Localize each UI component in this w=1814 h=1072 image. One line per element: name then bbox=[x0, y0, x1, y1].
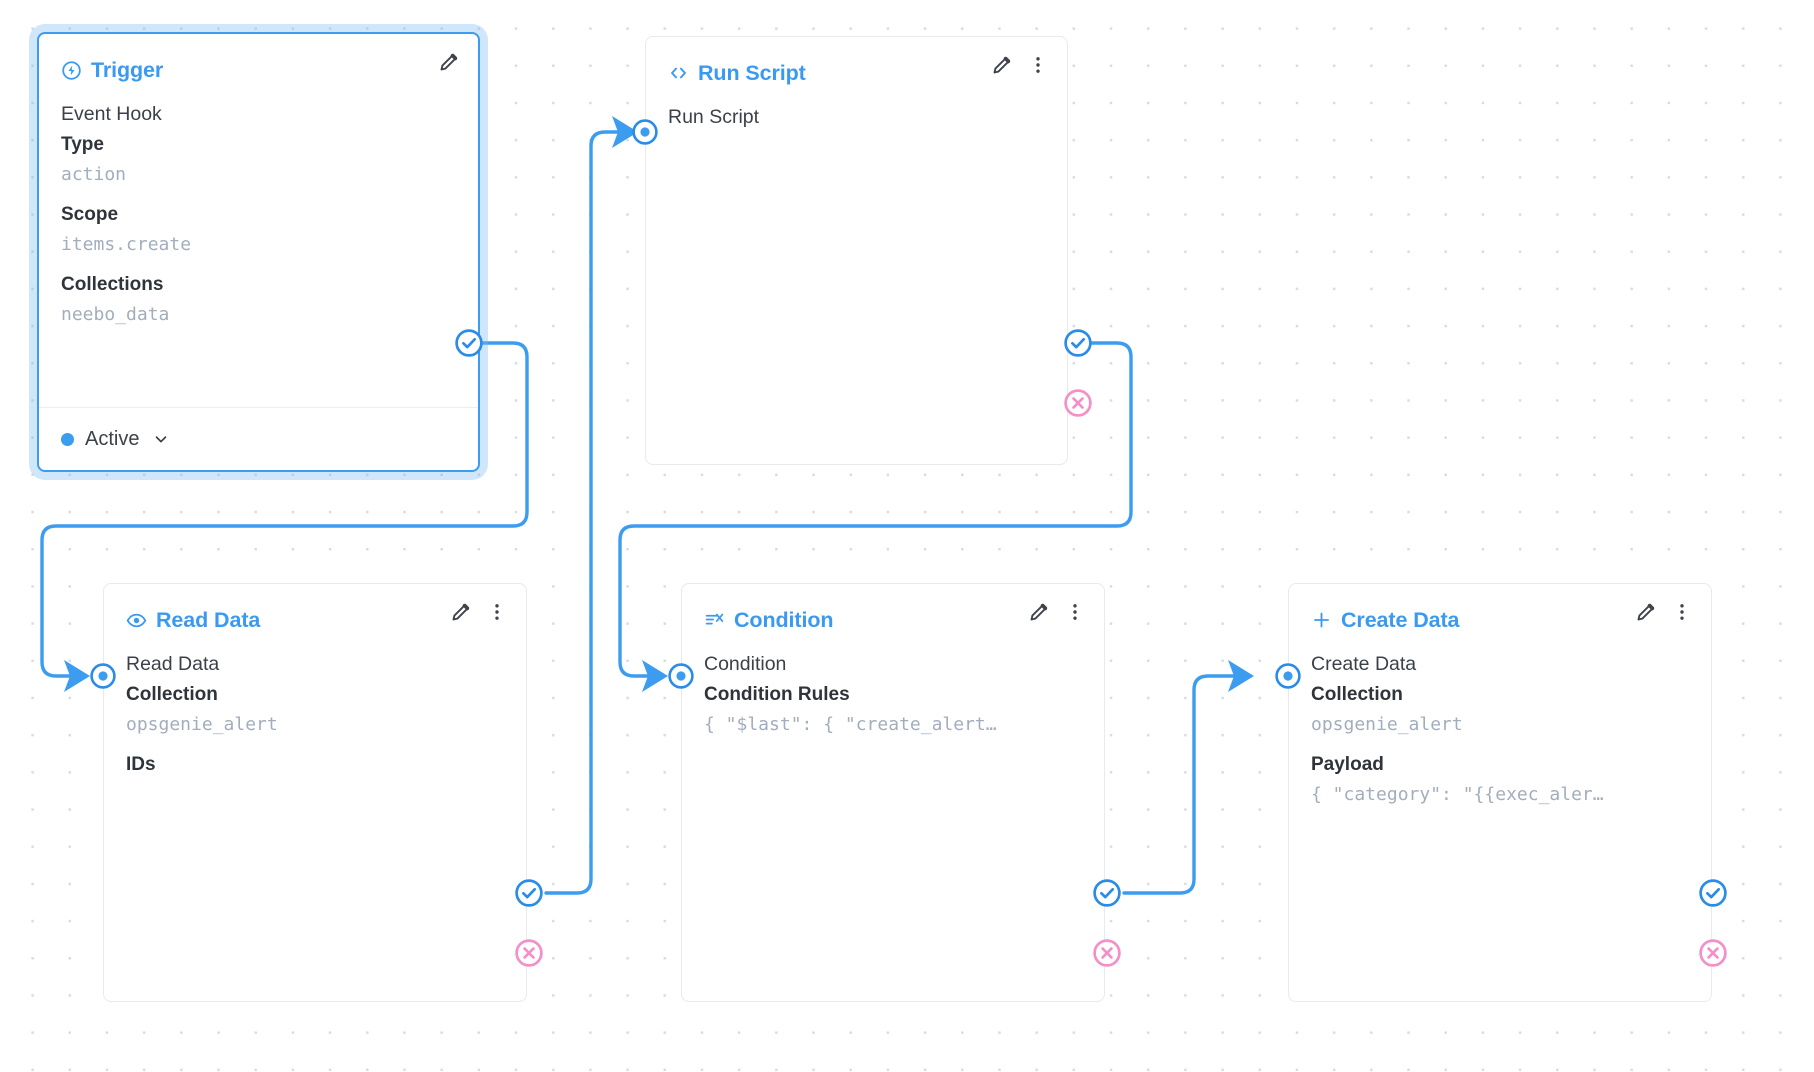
bolt-circle-icon bbox=[61, 60, 82, 81]
more-vertical-icon[interactable] bbox=[1669, 598, 1695, 626]
node-body: Run Script bbox=[646, 95, 1067, 133]
node-header: Run Script bbox=[646, 37, 1067, 95]
arrowhead-condition-input bbox=[642, 660, 668, 692]
header-actions bbox=[1026, 598, 1088, 626]
node-body: Create Data Collection opsgenie_alert Pa… bbox=[1289, 642, 1711, 810]
node-body: Read Data Collection opsgenie_alert IDs bbox=[104, 642, 526, 780]
field-label: IDs bbox=[126, 754, 156, 775]
arrowhead-read-data-input bbox=[64, 660, 90, 692]
field-value: opsgenie_alert bbox=[1311, 714, 1463, 735]
node-title-run-script: Run Script bbox=[668, 61, 806, 86]
node-create-data[interactable]: Create Data Create bbox=[1288, 583, 1712, 1002]
field-value: items.create bbox=[61, 234, 192, 255]
edge-condition-to-create-data bbox=[1122, 674, 1250, 895]
node-read-data[interactable]: Read Data Read Dat bbox=[103, 583, 527, 1002]
plus-icon bbox=[1311, 610, 1332, 631]
edit-icon[interactable] bbox=[1026, 598, 1052, 626]
field-payload: Payload { "category": "{{exec_aler… bbox=[1311, 750, 1689, 810]
node-title-text: Condition bbox=[734, 607, 834, 632]
node-title-text: Run Script bbox=[698, 60, 806, 85]
edit-icon[interactable] bbox=[448, 598, 474, 626]
field-label: Type bbox=[61, 134, 104, 155]
field-value: { "$last": { "create_alert… bbox=[704, 714, 997, 735]
reject-handle-run-script[interactable] bbox=[1063, 388, 1093, 418]
status-label: Active bbox=[85, 427, 140, 450]
node-row-name: Read Data bbox=[126, 653, 220, 675]
field-label: Condition Rules bbox=[704, 684, 850, 705]
input-handle-condition[interactable] bbox=[667, 662, 695, 690]
reject-handle-create-data[interactable] bbox=[1698, 938, 1728, 968]
resolve-handle-condition[interactable] bbox=[1092, 878, 1122, 908]
resolve-handle-read-data[interactable] bbox=[514, 878, 544, 908]
node-row-name: Condition bbox=[704, 653, 787, 675]
field-label: Collections bbox=[61, 274, 164, 295]
node-title-text: Create Data bbox=[1341, 607, 1460, 632]
node-title-text: Trigger bbox=[91, 57, 164, 82]
edit-icon[interactable] bbox=[436, 48, 462, 76]
field-label: Collection bbox=[126, 684, 218, 705]
more-vertical-icon[interactable] bbox=[1025, 51, 1051, 79]
edge-read-data-to-run-script bbox=[544, 130, 634, 895]
status-dot-icon bbox=[61, 432, 74, 446]
field-value: action bbox=[61, 164, 127, 185]
eye-icon bbox=[126, 610, 147, 631]
node-row-name: Create Data bbox=[1311, 653, 1417, 675]
node-header: Create Data bbox=[1289, 584, 1711, 642]
header-actions bbox=[1633, 598, 1695, 626]
field-value: neebo_data bbox=[61, 304, 170, 325]
field-value: opsgenie_alert bbox=[126, 714, 278, 735]
node-body: Event Hook Type action Scope items.creat… bbox=[39, 92, 478, 330]
status-badge[interactable]: Active bbox=[61, 428, 170, 451]
resolve-handle-create-data[interactable] bbox=[1698, 878, 1728, 908]
reject-handle-read-data[interactable] bbox=[514, 938, 544, 968]
chevron-down-icon bbox=[152, 430, 170, 448]
node-row-name: Event Hook bbox=[61, 103, 162, 125]
node-title-create-data: Create Data bbox=[1311, 607, 1460, 633]
arrowhead-create-data-input bbox=[1228, 660, 1254, 692]
field-label: Scope bbox=[61, 204, 119, 225]
input-handle-read-data[interactable] bbox=[89, 662, 117, 690]
input-handle-run-script[interactable] bbox=[631, 118, 659, 146]
field-label: Payload bbox=[1311, 754, 1384, 775]
node-condition[interactable]: Condition Conditio bbox=[681, 583, 1105, 1002]
field-type: Type action bbox=[61, 130, 456, 190]
header-actions bbox=[989, 51, 1051, 79]
node-header: Trigger bbox=[39, 34, 478, 92]
node-header: Condition bbox=[682, 584, 1104, 642]
field-label: Collection bbox=[1311, 684, 1403, 705]
more-vertical-icon[interactable] bbox=[484, 598, 510, 626]
node-title-text: Read Data bbox=[156, 607, 261, 632]
field-collection: Collection opsgenie_alert bbox=[1311, 680, 1689, 740]
node-row-name: Run Script bbox=[668, 106, 760, 128]
field-collections: Collections neebo_data bbox=[61, 270, 456, 330]
reject-handle-condition[interactable] bbox=[1092, 938, 1122, 968]
node-header: Read Data bbox=[104, 584, 526, 642]
input-handle-create-data[interactable] bbox=[1274, 662, 1302, 690]
resolve-handle-trigger[interactable] bbox=[454, 328, 484, 358]
node-body: Condition Condition Rules { "$last": { "… bbox=[682, 642, 1104, 740]
edit-icon[interactable] bbox=[989, 51, 1015, 79]
node-title-read-data: Read Data bbox=[126, 608, 260, 633]
node-trigger[interactable]: Trigger Event Hook Type action Scope bbox=[37, 32, 480, 472]
header-actions bbox=[448, 598, 510, 626]
node-title-trigger: Trigger bbox=[61, 58, 163, 83]
field-value: { "category": "{{exec_aler… bbox=[1311, 784, 1604, 805]
node-footer: Active bbox=[39, 407, 478, 470]
filter-rules-icon bbox=[704, 610, 725, 631]
header-actions bbox=[436, 48, 462, 76]
code-brackets-icon bbox=[668, 63, 689, 84]
edit-icon[interactable] bbox=[1633, 598, 1659, 626]
more-vertical-icon[interactable] bbox=[1062, 598, 1088, 626]
field-condition-rules: Condition Rules { "$last": { "create_ale… bbox=[704, 680, 1082, 740]
node-run-script[interactable]: Run Script Run Scr bbox=[645, 36, 1068, 465]
field-ids: IDs bbox=[126, 750, 504, 780]
field-scope: Scope items.create bbox=[61, 200, 456, 260]
resolve-handle-run-script[interactable] bbox=[1063, 328, 1093, 358]
field-collection: Collection opsgenie_alert bbox=[126, 680, 504, 740]
node-title-condition: Condition bbox=[704, 607, 834, 633]
